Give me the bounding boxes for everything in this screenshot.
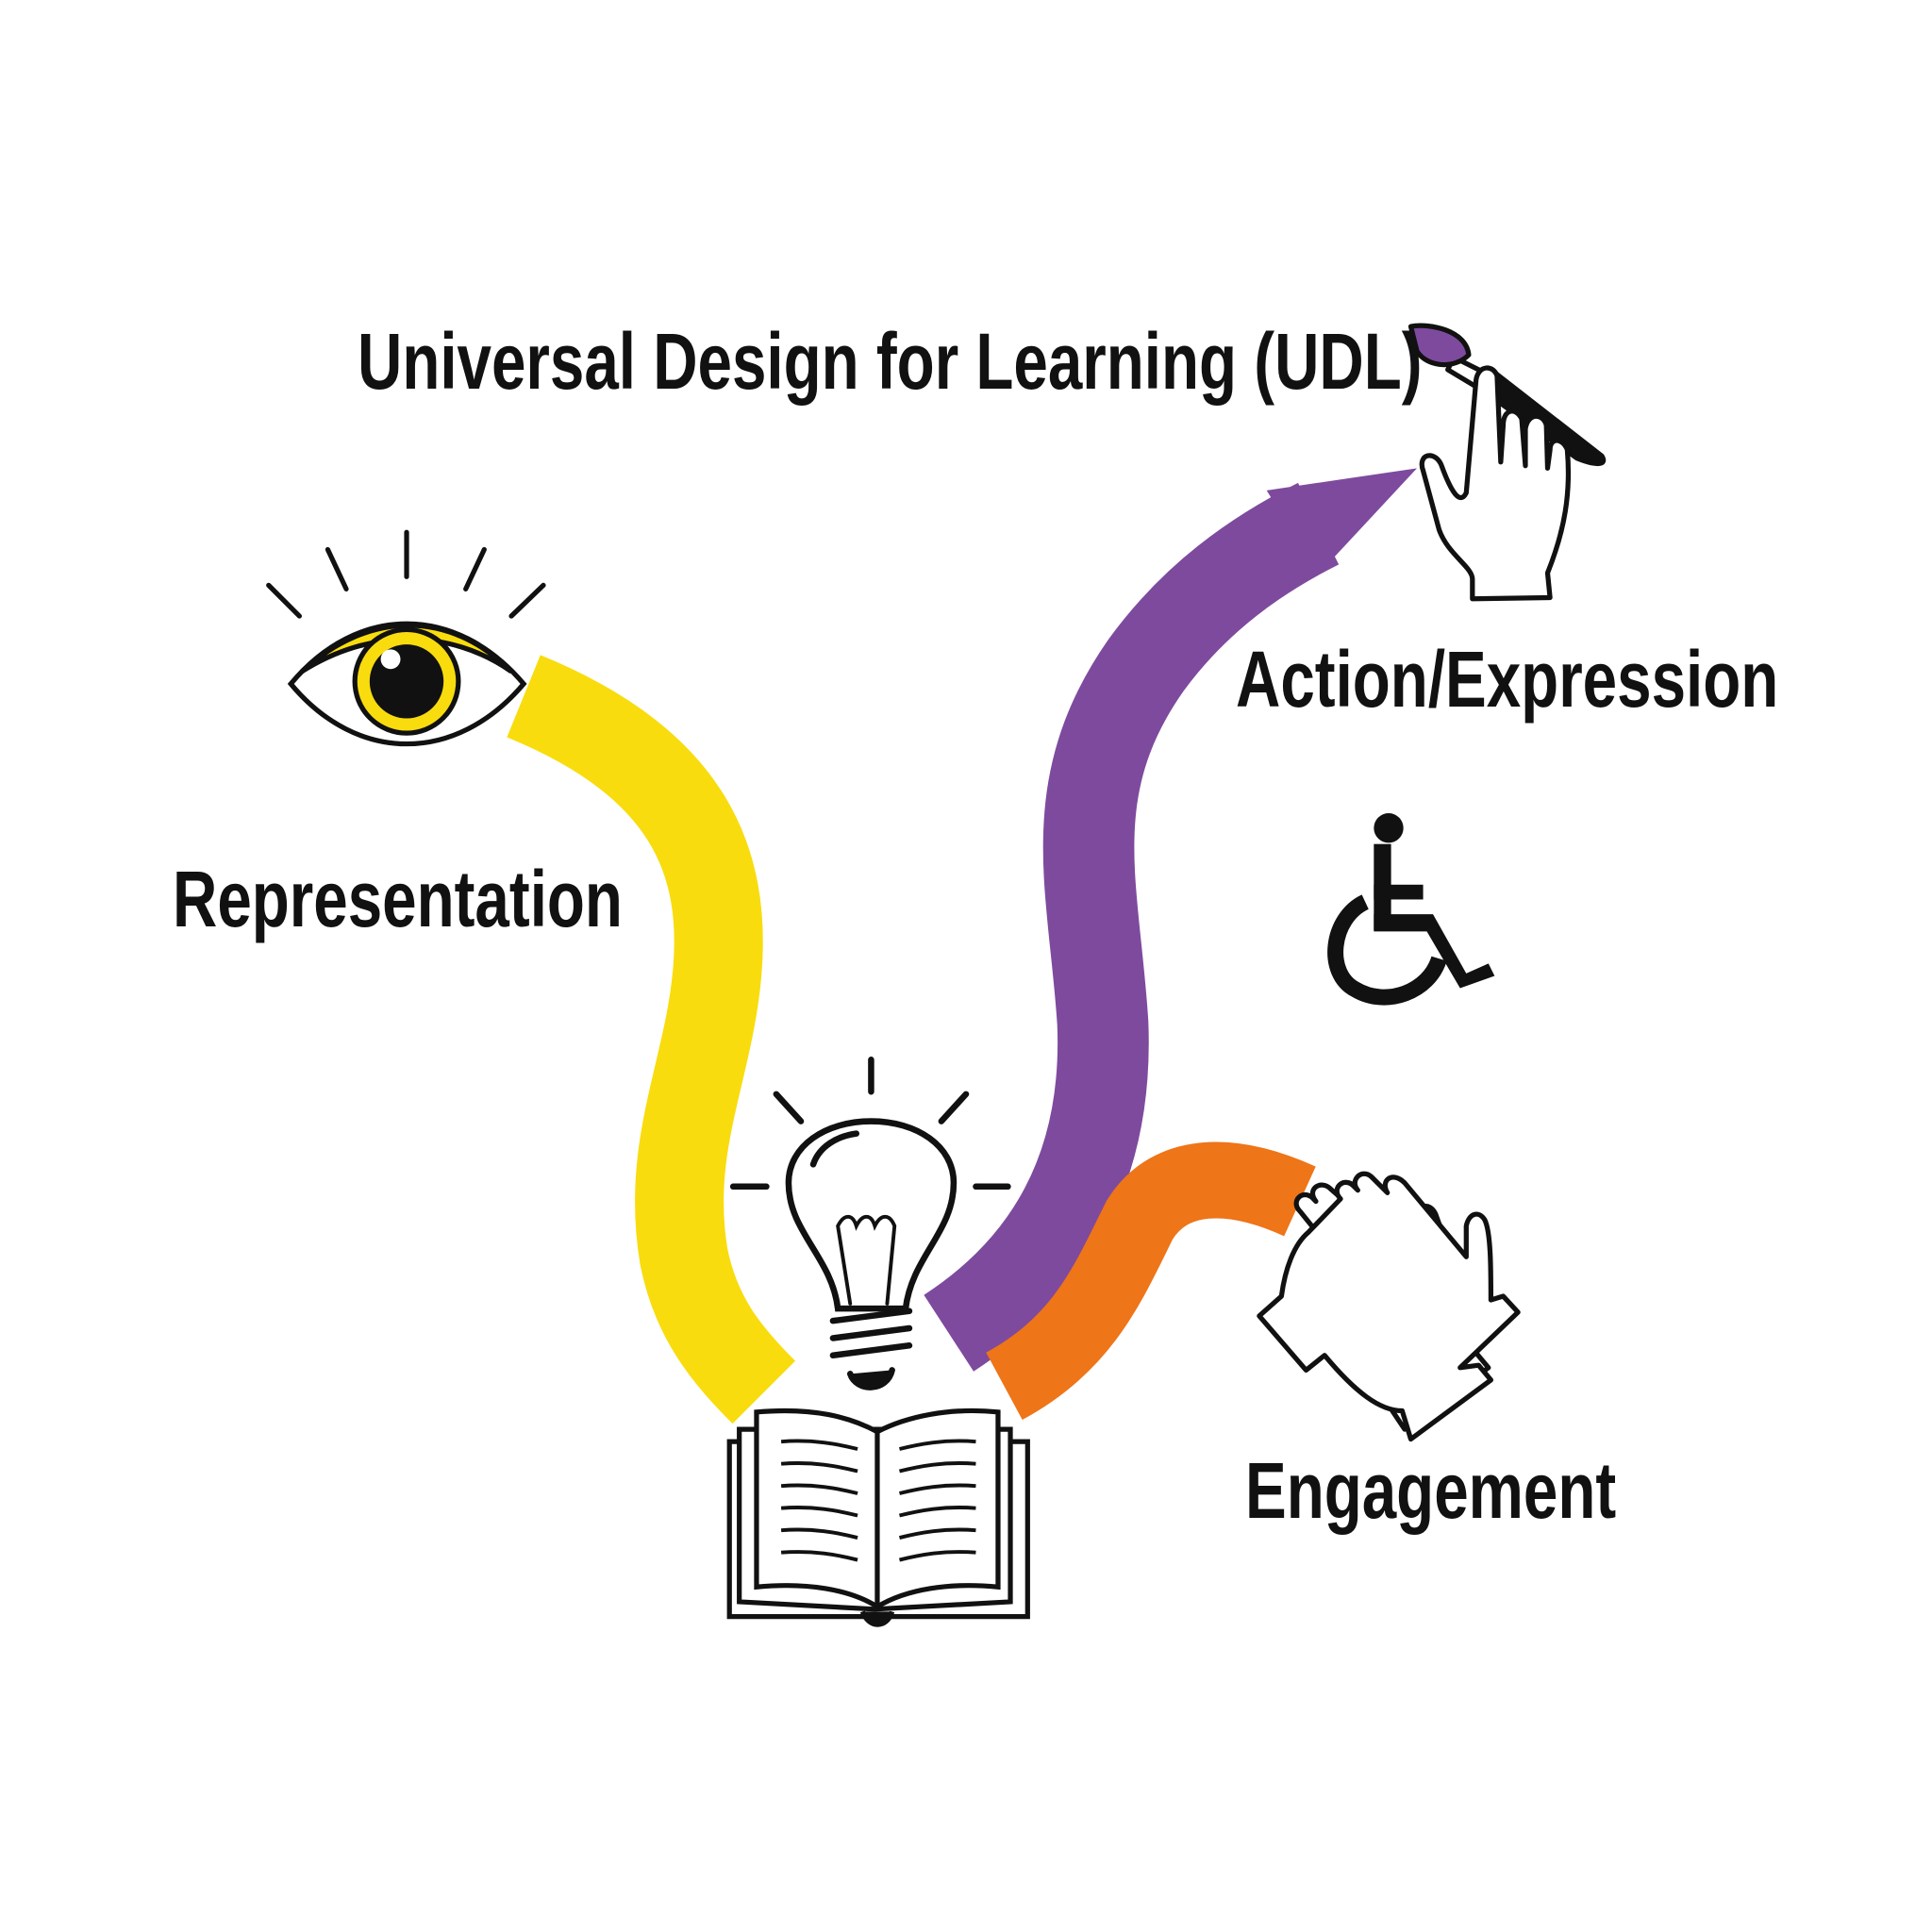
diagram-title: Universal Design for Learning (UDL): [358, 317, 1423, 406]
representation-label: Representation: [173, 855, 623, 943]
clapping-hands-icon: [1257, 1171, 1521, 1442]
action-arrowhead: [1266, 468, 1418, 575]
engagement-label: Engagement: [1245, 1446, 1617, 1535]
action-expression-label: Action/Expression: [1236, 635, 1779, 724]
representation-ribbon: [506, 655, 796, 1424]
eye-icon: [266, 529, 546, 747]
lightbulb-icon: [729, 1057, 1011, 1391]
engagement-ribbon: [985, 1141, 1316, 1421]
open-book-icon: [726, 1407, 1030, 1627]
action-expression-ribbon: [923, 482, 1340, 1372]
hand-paintbrush-icon: [1407, 323, 1607, 602]
wheelchair-icon: [1327, 813, 1495, 1006]
